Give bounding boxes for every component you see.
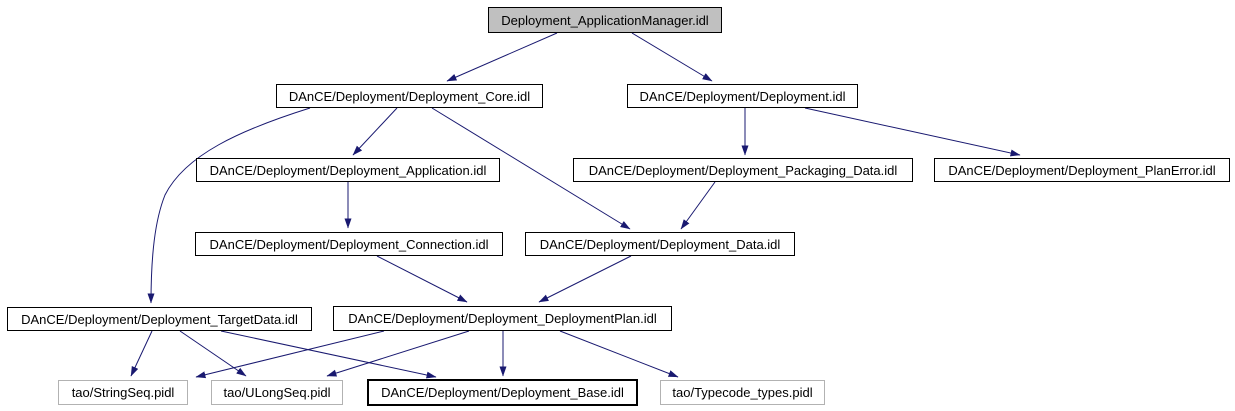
node-planerror[interactable]: DAnCE/Deployment/Deployment_PlanError.id… — [934, 158, 1230, 182]
edge-appmanager-core — [446, 32, 558, 82]
edge-deploymentplan-typecode — [559, 330, 679, 378]
edge-connection-deploymentplan — [376, 255, 468, 303]
edge-appmanager-deployment — [631, 32, 713, 82]
node-core[interactable]: DAnCE/Deployment/Deployment_Core.idl — [276, 84, 543, 108]
node-typecode[interactable]: tao/Typecode_types.pidl — [660, 380, 825, 405]
edge-targetdata-stringseq — [130, 330, 153, 377]
edge-targetdata-ulongseq — [179, 330, 247, 377]
node-data[interactable]: DAnCE/Deployment/Deployment_Data.idl — [525, 232, 795, 256]
edge-deploymentplan-stringseq — [195, 330, 385, 379]
edge-data-deploymentplan — [538, 255, 632, 303]
edge-packaging-data — [680, 181, 716, 230]
node-targetdata[interactable]: DAnCE/Deployment/Deployment_TargetData.i… — [7, 307, 312, 331]
edge-core-application — [352, 107, 398, 156]
node-deployment[interactable]: DAnCE/Deployment/Deployment.idl — [627, 84, 858, 108]
node-connection[interactable]: DAnCE/Deployment/Deployment_Connection.i… — [195, 232, 503, 256]
edge-deployment-planerror — [804, 107, 1021, 157]
node-packaging[interactable]: DAnCE/Deployment/Deployment_Packaging_Da… — [573, 158, 913, 182]
node-stringseq[interactable]: tao/StringSeq.pidl — [58, 380, 188, 405]
node-application[interactable]: DAnCE/Deployment/Deployment_Application.… — [196, 158, 500, 182]
edge-deploymentplan-ulongseq — [326, 330, 470, 377]
node-ulongseq[interactable]: tao/ULongSeq.pidl — [211, 380, 343, 405]
edge-core-targetdata — [147, 107, 311, 304]
edge-targetdata-base — [220, 330, 437, 379]
node-base[interactable]: DAnCE/Deployment/Deployment_Base.idl — [367, 379, 638, 406]
node-appmanager[interactable]: Deployment_ApplicationManager.idl — [488, 7, 722, 33]
node-deploymentplan[interactable]: DAnCE/Deployment/Deployment_DeploymentPl… — [333, 306, 672, 331]
